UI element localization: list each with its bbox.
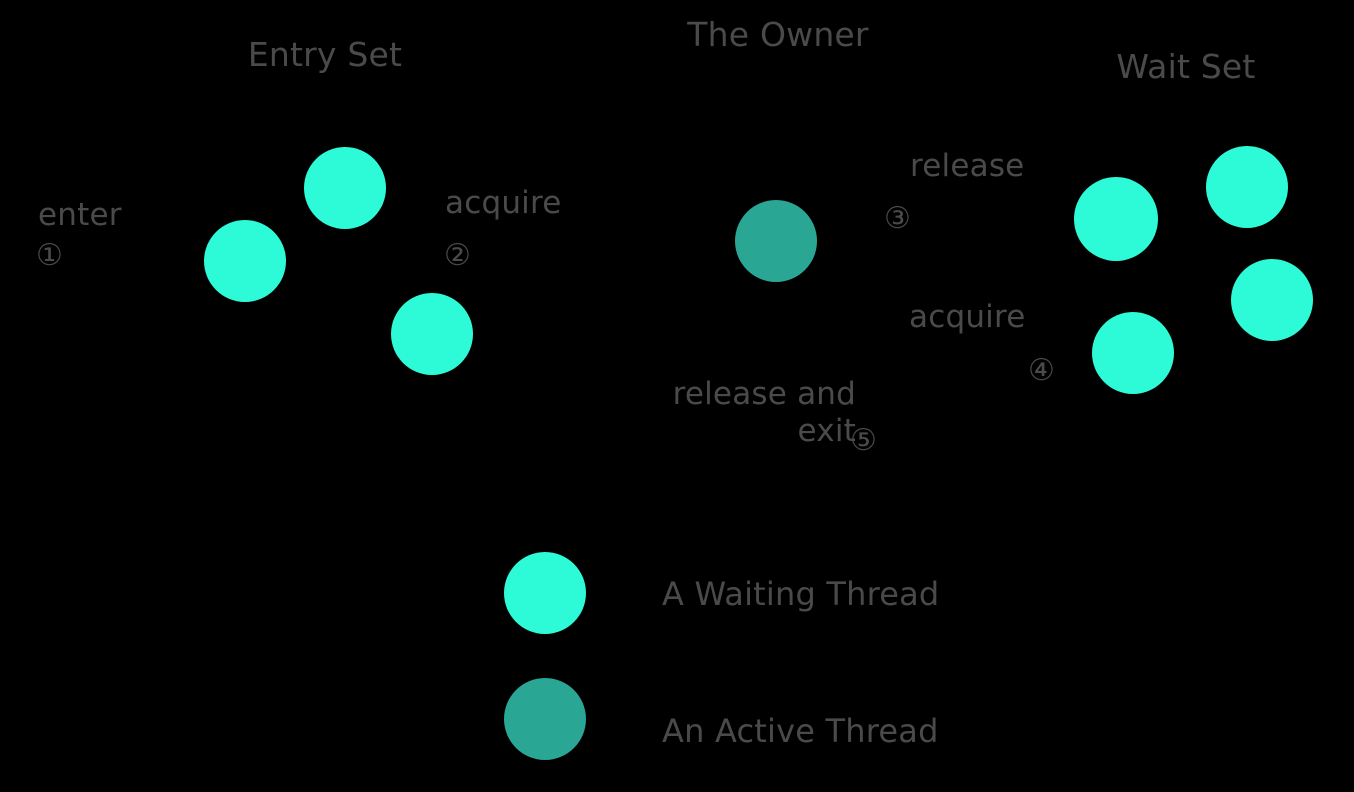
step-acquire-entry-label: acquire: [445, 185, 562, 221]
step-release-number: ③: [884, 201, 911, 236]
step-release-label: release: [910, 148, 1025, 184]
step-enter-number: ①: [36, 238, 63, 273]
entry-set-thread-2[interactable]: [304, 147, 386, 229]
legend-waiting-thread-label: A Waiting Thread: [662, 575, 940, 613]
entry-set-title: Entry Set: [247, 35, 403, 74]
wait-set-thread-3[interactable]: [1231, 259, 1313, 341]
step-release-and-exit-label: release and exit: [672, 376, 856, 449]
wait-set-thread-1[interactable]: [1074, 177, 1158, 261]
owner-thread[interactable]: [735, 200, 817, 282]
legend-waiting-thread-swatch: [504, 552, 586, 634]
step-release-and-exit-number: ⑤: [850, 423, 877, 458]
step-acquire-entry-number: ②: [444, 238, 471, 273]
legend-active-thread-label: An Active Thread: [662, 712, 939, 750]
entry-set-thread-1[interactable]: [204, 220, 286, 302]
wait-set-thread-4[interactable]: [1092, 312, 1174, 394]
wait-set-title: Wait Set: [1116, 47, 1256, 86]
step-acquire-wait-label: acquire: [909, 299, 1026, 335]
entry-set-thread-3[interactable]: [391, 293, 473, 375]
wait-set-thread-2[interactable]: [1206, 146, 1288, 228]
legend-active-thread-swatch: [504, 678, 586, 760]
step-enter-label: enter: [38, 197, 122, 233]
step-acquire-wait-number: ④: [1028, 353, 1055, 388]
the-owner-title: The Owner: [687, 15, 869, 54]
